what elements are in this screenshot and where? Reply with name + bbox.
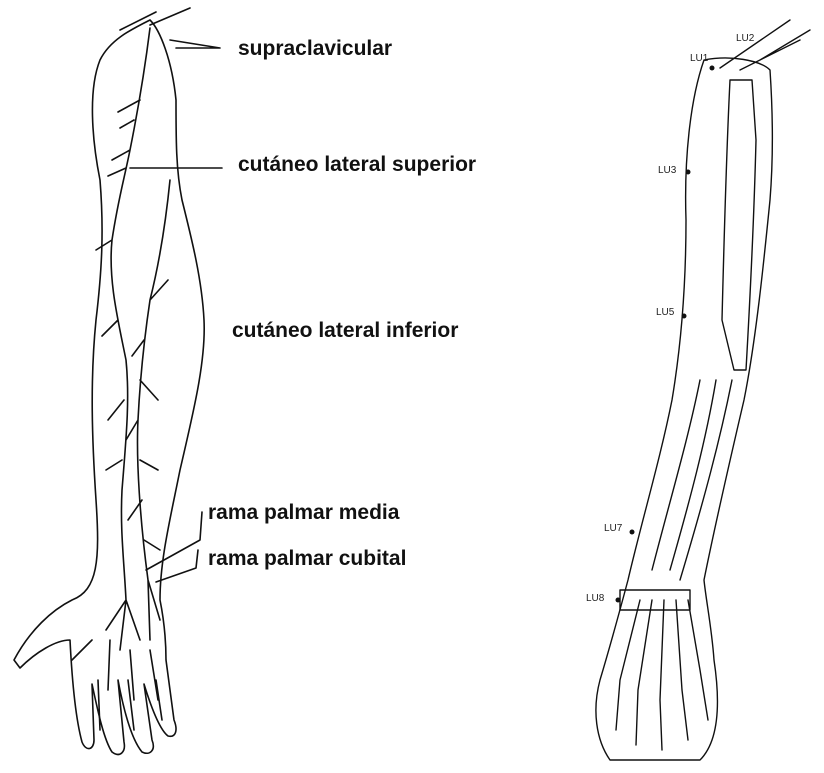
hand-bones xyxy=(616,600,708,750)
leader-supraclavicular xyxy=(170,40,220,48)
skeleton-arm-outline xyxy=(596,58,772,760)
radius-ulna-bones xyxy=(652,380,732,580)
nerve-lines xyxy=(72,28,170,700)
label-cutaneo-lateral-inferior: cutáneo lateral inferior xyxy=(232,320,458,341)
label-cutaneo-lateral-superior: cutáneo lateral superior xyxy=(238,154,476,175)
point-lu2: LU2 xyxy=(736,34,754,44)
label-rama-palmar-cubital: rama palmar cubital xyxy=(208,548,406,569)
point-lu1: LU1 xyxy=(690,54,708,64)
point-lu3: LU3 xyxy=(658,166,676,176)
lu3-point xyxy=(686,170,691,175)
lu7-point xyxy=(630,530,635,535)
humerus-bone xyxy=(722,80,756,370)
label-supraclavicular: supraclavicular xyxy=(238,38,392,59)
wrist-bones xyxy=(620,590,690,610)
point-lu8: LU8 xyxy=(586,594,604,604)
label-rama-palmar-media: rama palmar media xyxy=(208,502,399,523)
lu1-point xyxy=(710,66,715,71)
lu8-point xyxy=(616,598,621,603)
leader-palmar-media xyxy=(146,512,202,570)
lu5-point xyxy=(682,314,687,319)
point-lu5: LU5 xyxy=(656,308,674,318)
point-lu7: LU7 xyxy=(604,524,622,534)
